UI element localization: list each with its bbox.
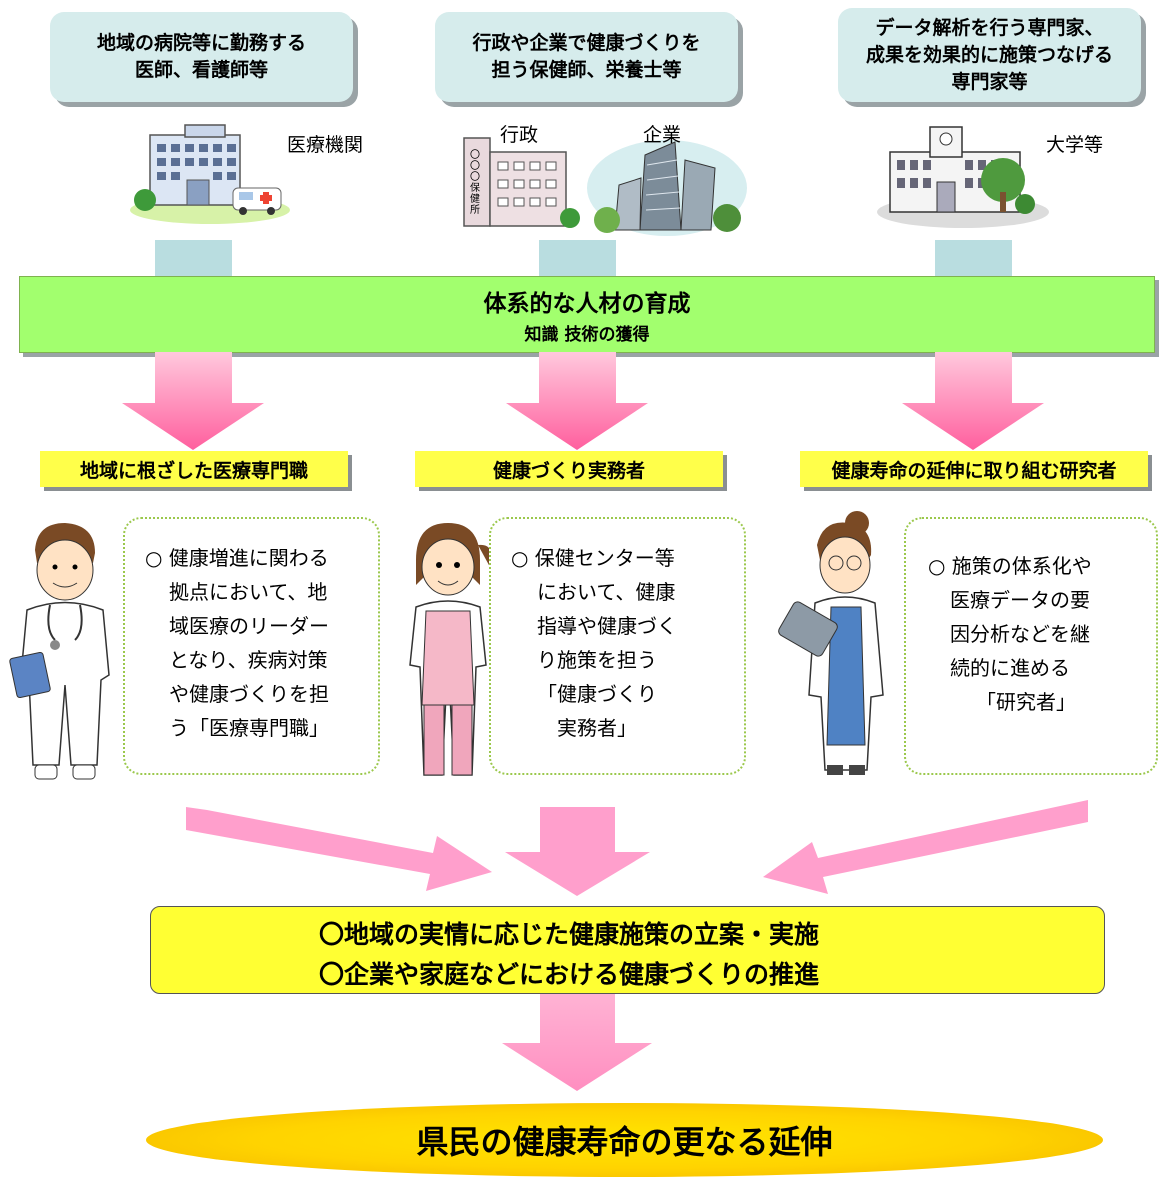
role-label-practitioner: 健康づくり実務者 xyxy=(415,451,723,487)
arrow-down-center xyxy=(506,352,648,450)
description-line: う「医療専門職」 xyxy=(169,716,329,740)
government-sign: 〇〇〇保健所 xyxy=(470,150,480,216)
goal-text: 県民の健康寿命の更なる延伸 xyxy=(416,1123,833,1161)
connector-right xyxy=(935,240,1012,278)
description-line: 域医療のリーダー xyxy=(169,614,329,638)
description-line: ○ 施策の体系化や xyxy=(928,554,1092,578)
description-line: 続的に進める xyxy=(950,656,1070,680)
company-label: 企業 xyxy=(643,124,682,146)
hospital-illustration xyxy=(130,124,290,224)
arrow-converge-left xyxy=(186,807,492,891)
role-description-researcher: ○ 施策の体系化や 医療データの要 因分析などを継 続的に進める 「研究者」 xyxy=(904,517,1158,775)
arrow-to-goal xyxy=(502,994,652,1091)
top-box-medical-staff: 地域の病院等に勤務する医師、看護師等 xyxy=(50,12,353,102)
government-label: 行政 xyxy=(500,124,539,146)
university-label: 大学等 xyxy=(1046,134,1104,156)
connector-center xyxy=(539,240,616,278)
arrow-down-left xyxy=(122,352,264,450)
description-line: ○ 健康増進に関わる xyxy=(145,546,329,570)
role-description-practitioner: ○ 保健センター等 において、健康 指導や健康づく り施策を担う 「健康づくり … xyxy=(489,517,746,775)
description-line: 拠点において、地 xyxy=(169,580,328,604)
researcher-illustration xyxy=(778,511,884,775)
description-line: ○ 保健センター等 xyxy=(511,546,675,570)
description-line: 「研究者」 xyxy=(976,690,1076,714)
top-box-line: 地域の病院等に勤務する xyxy=(96,32,306,54)
description-line: 「健康づくり xyxy=(537,682,657,706)
top-box-line: 専門家等 xyxy=(951,70,1028,93)
description-line: り施策を担う xyxy=(537,648,657,672)
top-box-data-experts: データ解析を行う専門家、成果を効果的に施策つなげる専門家等 xyxy=(838,8,1141,102)
description-line: や健康づくりを担 xyxy=(169,682,329,706)
outcomes-box: 〇地域の実情に応じた健康施策の立案・実施 〇企業や家庭などにおける健康づくりの推… xyxy=(150,906,1105,994)
description-line: となり、疾病対策 xyxy=(169,648,328,672)
health-worker-illustration xyxy=(409,523,492,776)
doctor-illustration xyxy=(9,523,110,780)
arrow-down-right xyxy=(902,352,1044,450)
training-title: 体系的な人材の育成 xyxy=(483,291,691,317)
hospital-label: 医療機関 xyxy=(287,134,364,156)
outcome-line: 〇地域の実情に応じた健康施策の立案・実施 xyxy=(319,920,820,949)
outcome-line: 〇企業や家庭などにおける健康づくりの推進 xyxy=(319,960,820,989)
description-line: 医療データの要 xyxy=(950,588,1090,612)
role-label-researcher: 健康寿命の延伸に取り組む研究者 xyxy=(800,451,1148,487)
description-line: において、健康 xyxy=(537,580,676,604)
description-line: 実務者」 xyxy=(557,716,637,740)
top-box-line: 担う保健師、栄養士等 xyxy=(491,59,682,81)
top-box-line: データ解析を行う専門家、 xyxy=(875,16,1104,39)
top-box-line: 行政や企業で健康づくりを xyxy=(472,32,701,54)
top-box-public-health-staff: 行政や企業で健康づくりを担う保健師、栄養士等 xyxy=(435,12,738,102)
arrow-converge-right xyxy=(763,800,1088,894)
government-building-illustration xyxy=(463,137,580,228)
connector-left xyxy=(155,240,232,278)
role-label-medical: 地域に根ざした医療専門職 xyxy=(40,451,348,487)
arrow-converge-center xyxy=(505,807,650,896)
role-description-medical: ○ 健康増進に関わる 拠点において、地 域医療のリーダー となり、疾病対策 や健… xyxy=(123,517,380,775)
university-illustration xyxy=(877,126,1049,228)
top-box-line: 成果を効果的に施策つなげる xyxy=(865,43,1113,66)
goal-ellipse: 県民の健康寿命の更なる延伸 xyxy=(146,1103,1103,1177)
description-line: 因分析などを継 xyxy=(950,622,1090,646)
training-subtitle: 知識 技術の獲得 xyxy=(524,325,650,345)
company-buildings-illustration xyxy=(587,140,747,236)
description-line: 指導や健康づく xyxy=(537,614,677,638)
top-box-line: 医師、看護師等 xyxy=(134,59,268,81)
